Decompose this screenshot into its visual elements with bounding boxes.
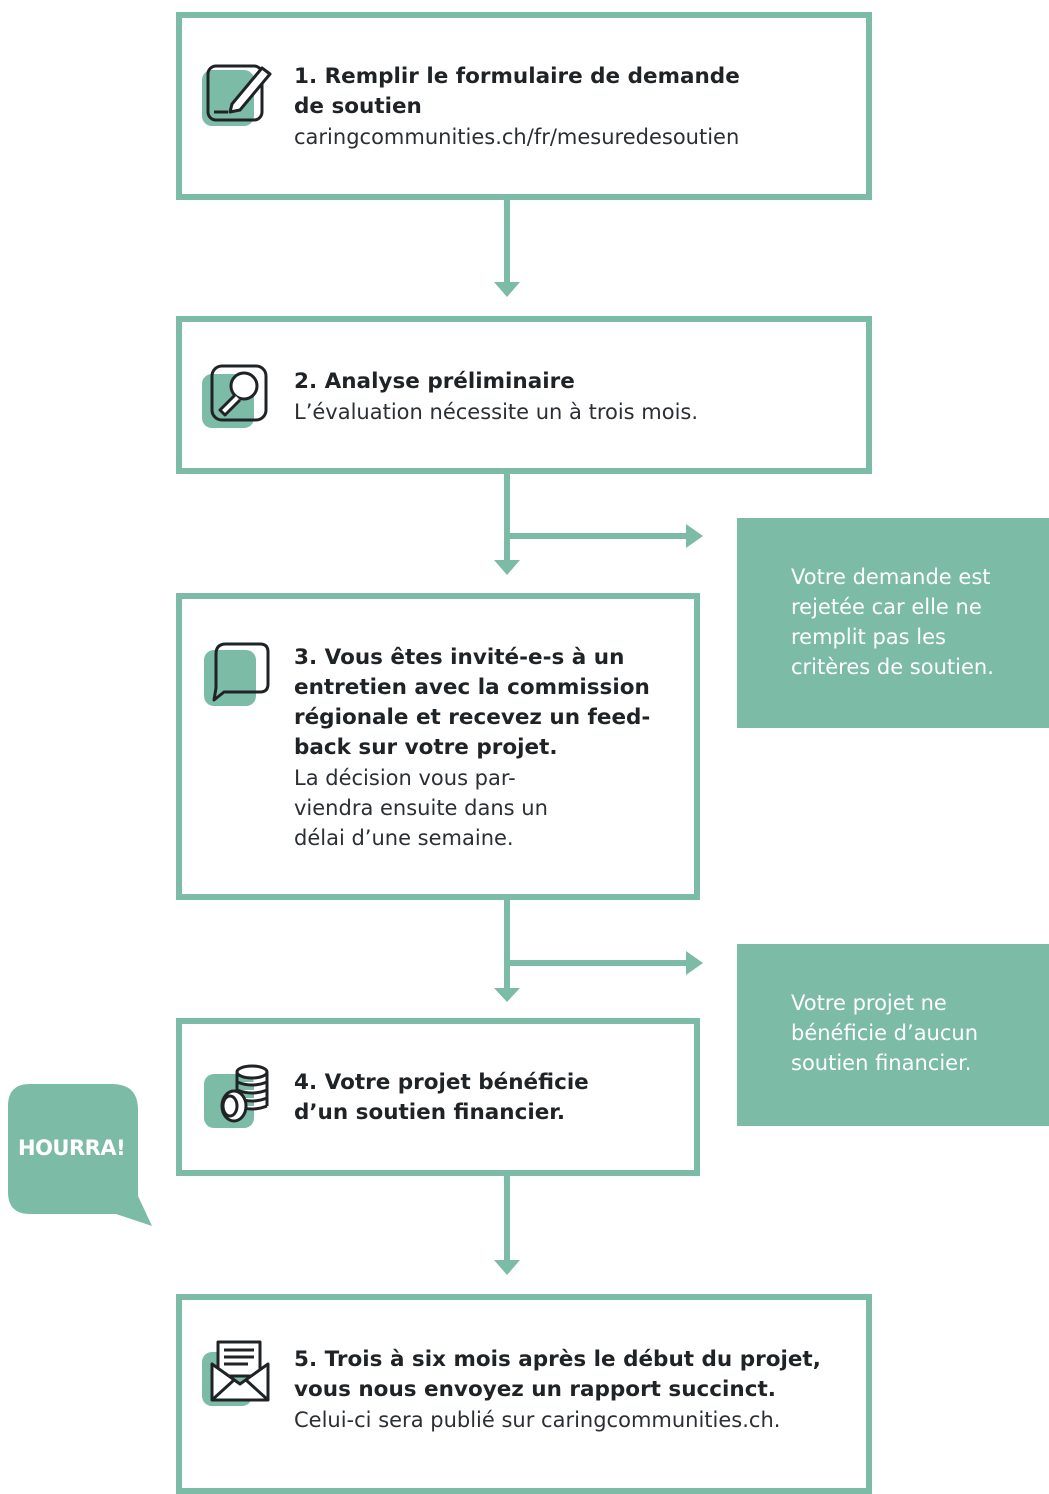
- step-4-title: 4. Votre projet bénéficie d’un soutien f…: [294, 1070, 589, 1125]
- envelope-icon: [200, 1340, 272, 1408]
- arrow-down-3: [494, 988, 520, 1002]
- hourra-bubble-shape: [8, 1084, 152, 1226]
- outcome-no-funding-text: Votre projet ne bénéficie d’aucun soutie…: [791, 991, 979, 1075]
- outcome-rejected: Votre demande est rejetée car elle ne re…: [737, 518, 1049, 728]
- coins-icon: [202, 1062, 274, 1130]
- step-2-text: 2. Analyse préliminaire L’évaluation néc…: [294, 367, 834, 427]
- arrow-down-2: [494, 560, 520, 575]
- outcome-rejected-text: Votre demande est rejetée car elle ne re…: [791, 565, 994, 679]
- step-3-text: 3. Vous êtes invité-e-s à un entretien a…: [294, 643, 664, 853]
- speech-bubble-icon: [202, 640, 274, 708]
- step-2-box: [176, 316, 872, 474]
- arrow-down-1: [494, 282, 520, 297]
- step-1-link: caringcommunities.ch/fr/mesuredesoutien: [294, 125, 740, 149]
- step-1-text: 1. Remplir le formulaire de demande de s…: [294, 62, 764, 152]
- outcome-no-funding: Votre projet ne bénéficie d’aucun soutie…: [737, 944, 1049, 1126]
- step-3-title: 3. Vous êtes invité-e-s à un entretien a…: [294, 645, 651, 760]
- step-3-sub: La décision vous par-viendra ensuite dan…: [294, 766, 548, 850]
- arrow-right-1: [686, 524, 703, 548]
- step-1-box: [176, 12, 872, 200]
- step-5-text: 5. Trois à six mois après le début du pr…: [294, 1345, 864, 1435]
- step-2-sub: L’évaluation nécessite un à trois mois.: [294, 400, 699, 424]
- step-4-box: [176, 1018, 700, 1176]
- magnifier-icon: [198, 362, 270, 430]
- arrow-right-2: [686, 951, 703, 975]
- step-5-sub: Celui-ci sera publié sur caringcommuniti…: [294, 1408, 781, 1432]
- form-pencil-icon: [198, 62, 272, 130]
- step-5-title: 5. Trois à six mois après le début du pr…: [294, 1347, 821, 1402]
- step-1-title: 1. Remplir le formulaire de demande de s…: [294, 64, 740, 119]
- step-2-title: 2. Analyse préliminaire: [294, 369, 575, 394]
- arrow-down-4: [494, 1260, 520, 1275]
- step-4-text: 4. Votre projet bénéficie d’un soutien f…: [294, 1068, 664, 1128]
- hourra-label: HOURRA!: [18, 1136, 126, 1160]
